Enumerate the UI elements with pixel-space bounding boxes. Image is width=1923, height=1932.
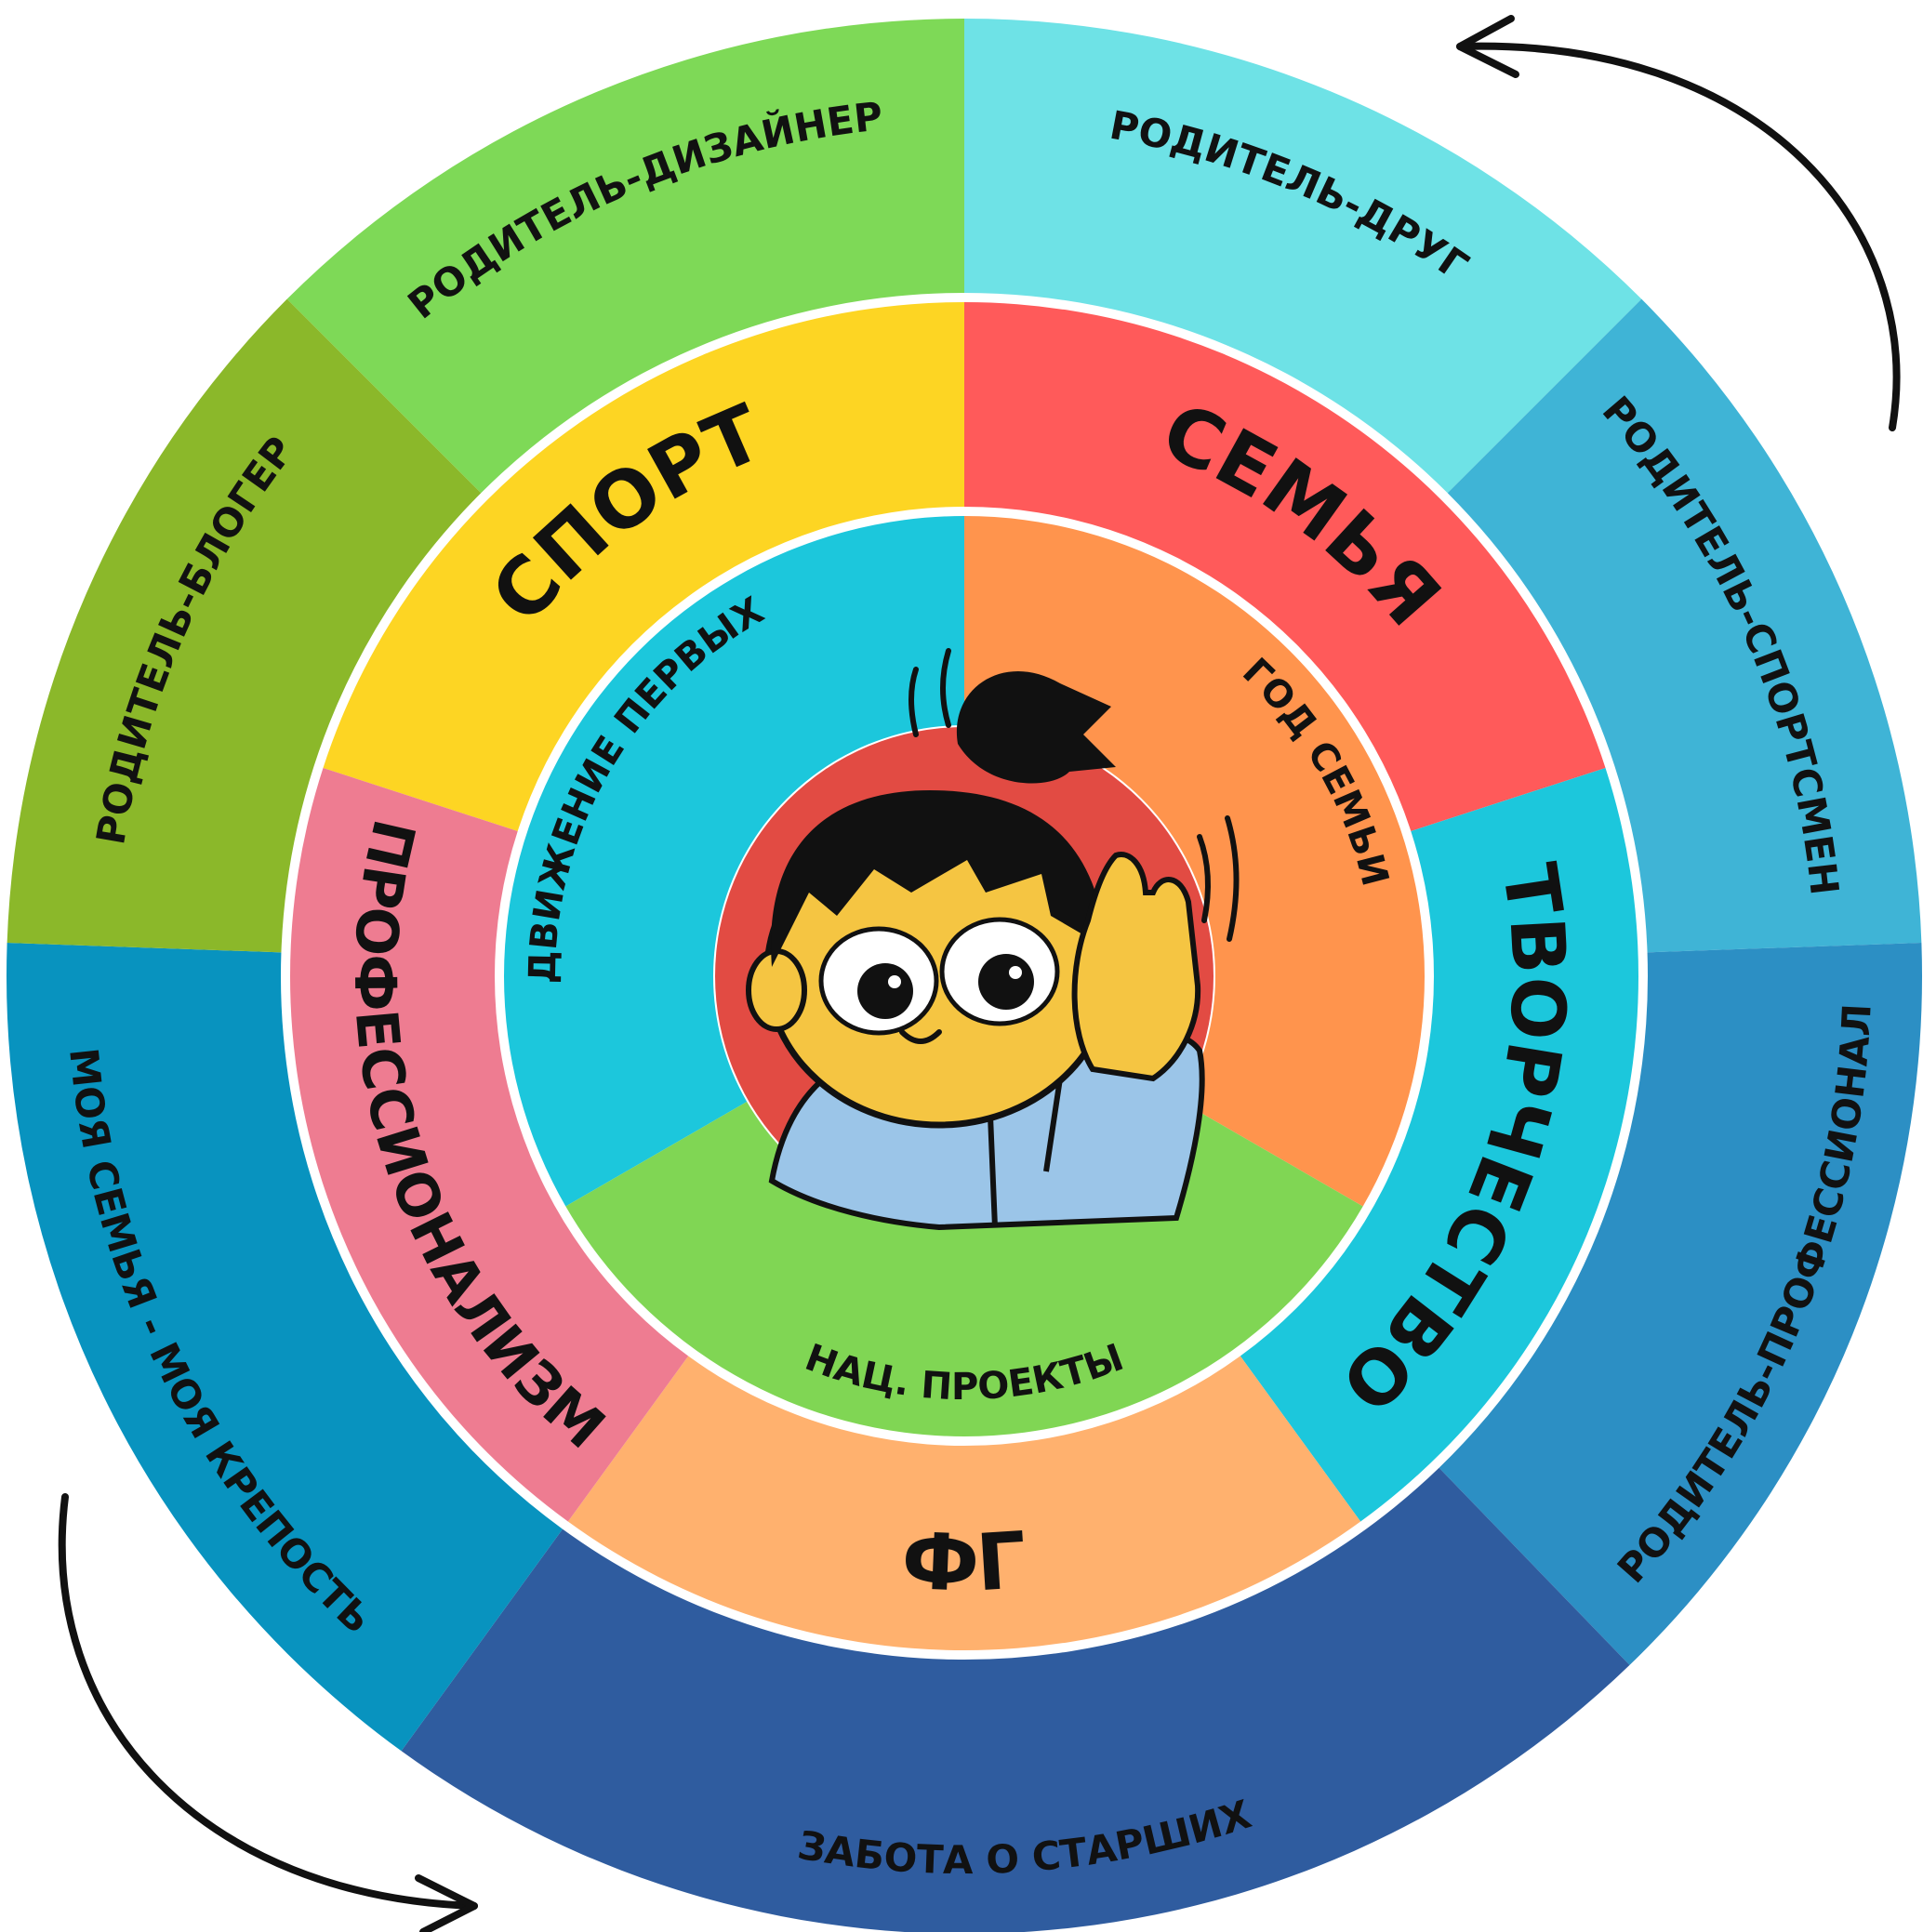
- outer-ring-segment-5: [7, 943, 563, 1752]
- outer-ring-segment-3: [1439, 943, 1922, 1665]
- right-pupil: [978, 954, 1034, 1010]
- cycle-arrow-top-right: [1456, 42, 1901, 431]
- sound-mark-3: [1197, 834, 1211, 923]
- cycle-arrow-bottom-left: [58, 1493, 478, 1910]
- middle-ring-segment-2: [1240, 767, 1638, 1522]
- outer-ring-segment-2: [1447, 298, 1922, 953]
- outer-ring-segment-4: [401, 1467, 1630, 1932]
- sound-mark-1: [908, 667, 919, 737]
- middle-ring-segment-1: [964, 302, 1606, 831]
- sound-mark-2: [940, 648, 951, 728]
- left-pupil: [857, 963, 913, 1019]
- right-eye-glint: [1009, 966, 1022, 979]
- outer-ring-segment-0: [286, 19, 964, 494]
- middle-ring-segment-4: [290, 767, 689, 1522]
- middle-ring-label-3: ФГ: [900, 1515, 1029, 1609]
- listening-child-icon: [715, 648, 1240, 1231]
- child-hair: [771, 790, 1107, 967]
- cycle-arrowhead-bottom-left: [415, 1874, 478, 1932]
- outer-ring-segment-1: [964, 19, 1642, 494]
- inner-ring-segment-0: [503, 516, 964, 1207]
- sound-mark-4: [1225, 815, 1240, 942]
- outer-ring-segment-6: [7, 298, 482, 953]
- sweater-fold: [988, 1115, 998, 1228]
- smile: [899, 1029, 942, 1044]
- inner-ring-segment-1: [964, 516, 1426, 1207]
- hair-bun: [956, 670, 1116, 784]
- cycle-arrowhead-top-right: [1456, 15, 1519, 78]
- middle-ring-segment-3: [567, 1356, 1361, 1651]
- left-eye-glint: [888, 975, 901, 988]
- arm-line: [1043, 1078, 1063, 1172]
- middle-ring-segment-0: [323, 302, 965, 831]
- left-ear: [746, 948, 807, 1032]
- hand-at-ear: [1071, 852, 1201, 1082]
